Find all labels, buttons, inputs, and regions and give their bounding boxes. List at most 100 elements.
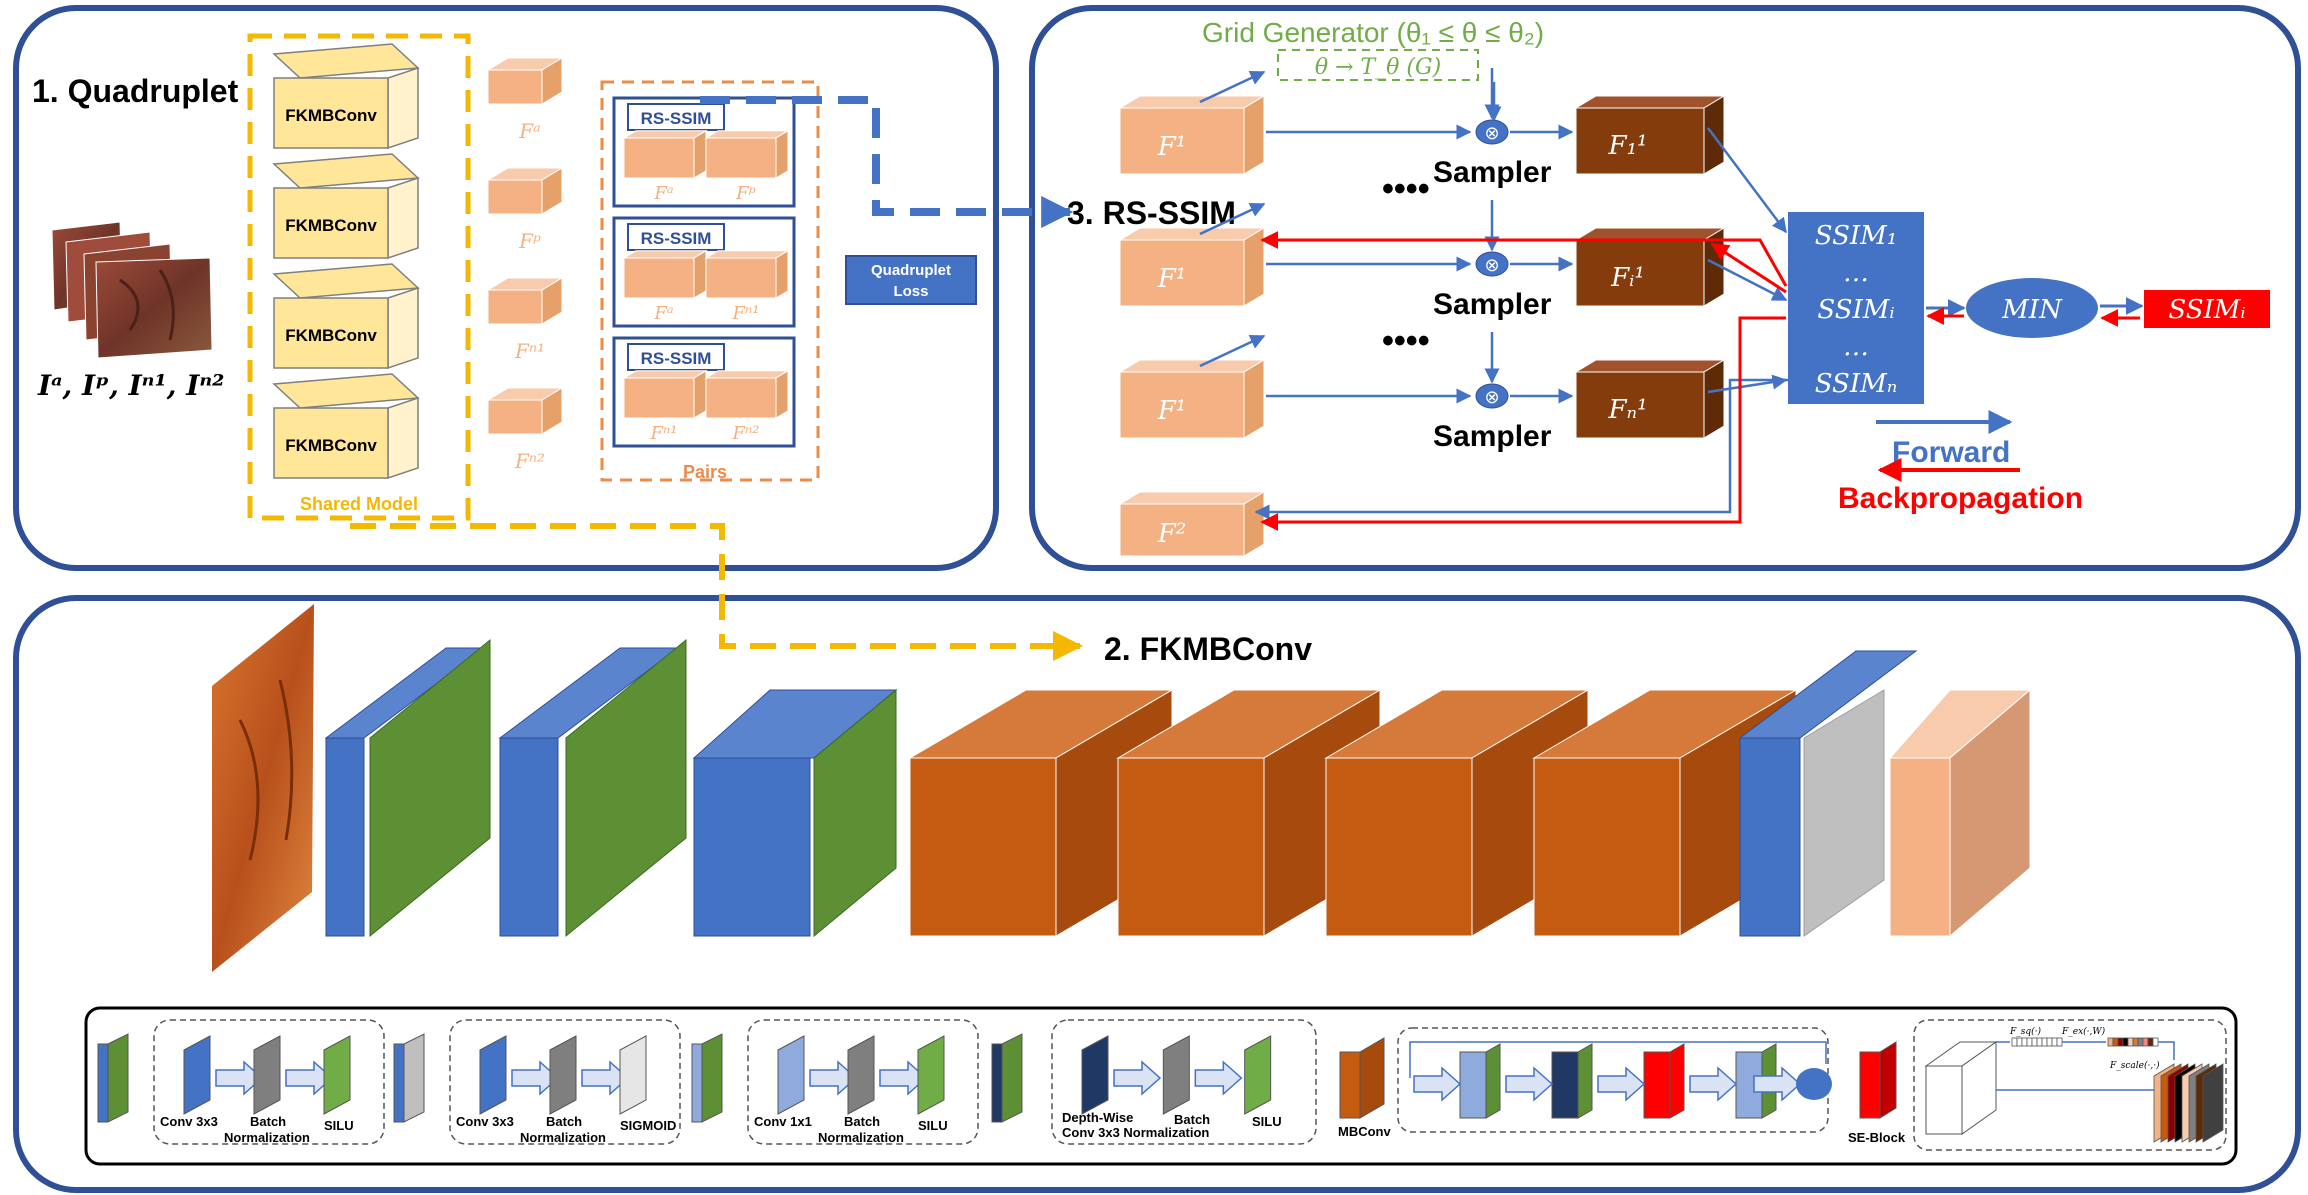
pair-title-box [627,103,725,131]
fkmbconv-block-label: FKMBConv [285,216,377,235]
output-feature-cube-side [1703,359,1725,439]
sampler-node-symbol: ⊗ [1484,387,1499,407]
orange-cube-front [1533,757,1681,937]
output-feature-cube-front [1575,371,1705,439]
feature-cube-front [487,399,543,435]
transform-box [1277,49,1479,81]
mbconv-label: MBConv [1338,1124,1391,1139]
se-excite-cell [2112,1037,2119,1047]
input-feature-cube [1118,227,1266,307]
legend-text: SIGMOID [620,1118,676,1133]
fkmbconv-block-front [273,77,389,149]
fkmbconv-block-label: FKMBConv [285,106,377,125]
legend-text: Batch [844,1114,880,1129]
feature-cube-front [487,289,543,325]
pair-title-box [627,343,725,371]
input-feature-cube-side [1243,95,1265,175]
input-feature-cube-side [1243,227,1265,307]
mbconv-layer-front [1643,1051,1671,1119]
ssim-entry: … [1843,332,1869,362]
pair-right-cube-side [775,129,789,179]
input-feature-cube-top [1118,95,1266,109]
quadruplet-loss-box [845,255,977,305]
fkmbconv-block-side [387,286,419,370]
input-feature-cube [1118,359,1266,439]
block3-front [693,757,811,937]
fkmbconv-block-front [273,297,389,369]
output-to-ssim-arrow [1707,127,1787,234]
pair-right-cube-side [775,249,789,299]
input-feature-cube-front [1119,239,1245,307]
pair-left-label: Fᵃ [653,183,673,204]
se-input-front [1925,1065,1963,1135]
se-output-slice [2202,1063,2224,1143]
se-squeeze-cell [2041,1037,2048,1047]
pair-right-label: Fⁿ¹ [732,303,760,324]
se-formula-2: F_ex(·,W) [2061,1026,2106,1037]
sampler-label: Sampler [1433,156,1552,189]
fkmbconv-title: 2. FKMBConv [1104,631,1312,667]
pair-right-cube-front [705,257,777,299]
fkmbconv-block-label: FKMBConv [285,436,377,455]
mbconv-layer-side [1669,1043,1685,1119]
legend-text: Conv 3x3 [456,1114,514,1129]
backprop-arrow-2 [1710,242,1787,294]
pair-left-cube-side [693,369,707,419]
legend-icon-4-front [991,1043,1003,1123]
sampler-label: Sampler [1433,420,1552,453]
second-feature-cube-top [1118,491,1266,505]
se-formula-3: F_scale(·,·) [2109,1060,2160,1071]
output-feature-cube [1574,359,1726,439]
min-label: MIN [2001,295,2063,325]
fkmbconv-block: FKMBConv [272,153,420,260]
legend-flow-arrow [581,1060,630,1096]
legend-layer [253,1035,281,1115]
mbconv-layer-front [1735,1051,1763,1119]
input-images [51,221,213,359]
feature-cube [486,387,564,435]
fkmbconv-block: FKMBConv [272,373,420,480]
mbconv-layer-side [1577,1043,1593,1119]
skin-lines [238,679,294,861]
legend-flow-arrow [1413,1066,1462,1102]
legend-flow-arrow [1689,1066,1738,1102]
output-feature-cube-top [1574,95,1726,109]
pair-right-cube-side [775,369,789,419]
se-breakdown-box [1913,1019,2227,1151]
ssim-entry: … [1843,258,1869,288]
pair-left-cube-front [623,137,695,179]
input-feature-cube-top [1118,359,1266,373]
block3-green [813,688,897,938]
pair-right-cube-front [705,377,777,419]
pair-title: RS-SSIM [641,349,712,368]
output-feature-cube [1574,227,1726,307]
block2-blue-front [499,737,559,937]
fkmbconv-block-top [272,263,420,299]
input-feature-cube [1118,95,1266,175]
legend-flow-arrow [215,1060,264,1096]
se-excite-cell [2137,1037,2144,1047]
legend-icon-2-front [393,1043,405,1123]
pair-right-cube [704,369,790,419]
legend-text: SILU [1252,1114,1282,1129]
pair-right-cube [704,249,790,299]
rs-ssim-title: 3. RS-SSIM [1067,195,1236,231]
feature-cube [486,57,564,105]
input-feature-cube-front [1119,371,1245,439]
output-feature-label: Fₙ¹ [1608,395,1648,425]
block1-green [369,638,491,938]
backprop-arrow-3 [1260,316,1786,531]
sampler-node [1475,383,1509,409]
output-feature-cube [1574,95,1726,175]
sampler-node [1475,251,1509,277]
legend-flow-arrow [1505,1066,1554,1102]
se-excite-cell [2117,1037,2124,1047]
dots-2: •••• [1382,322,1430,360]
orange-cube-front [1325,757,1473,937]
grid-arrow [1199,202,1266,236]
legend-flow-arrow [511,1060,560,1096]
legend-layer [1244,1035,1272,1115]
